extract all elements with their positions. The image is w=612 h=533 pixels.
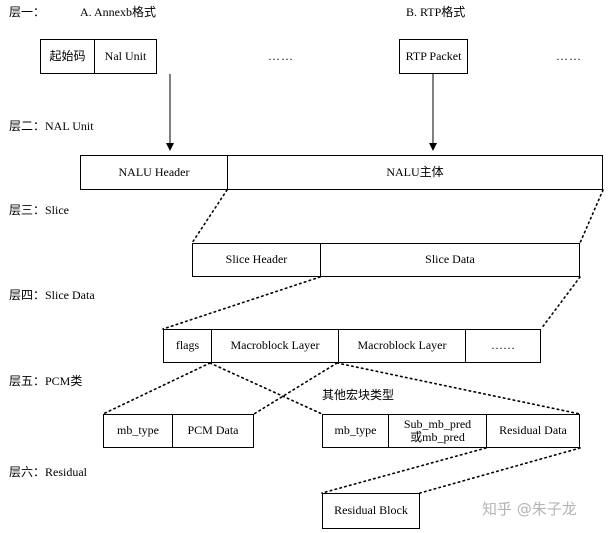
other-mb-type-cell: mb_type <box>334 423 377 438</box>
nal-unit-box: NALU Header NALU主体 <box>80 155 603 190</box>
flags-cell: flags <box>175 338 200 353</box>
layer-5-label: 层五：PCM类 <box>9 374 83 388</box>
slice-data-box: flags Macroblock Layer Macroblock Layer … <box>163 329 541 363</box>
ellipsis-annexb: …… <box>268 49 294 63</box>
dotted-mb-to-pcm-left <box>102 362 211 415</box>
macroblock-layer-cell-1: Macroblock Layer <box>211 330 338 362</box>
annexb-unit-box: 起始码 Nal Unit <box>40 39 157 74</box>
slice-header-cell: Slice Header <box>225 252 288 267</box>
residual-data-cell: Residual Data <box>486 415 579 447</box>
nal-unit-cell: Nal Unit <box>94 40 156 73</box>
other-types-title: 其他宏块类型 <box>322 388 395 402</box>
layer-4-label: 层四：Slice Data <box>9 288 95 302</box>
rtp-packet-box: RTP Packet <box>399 39 468 74</box>
layer-6-label: 层六：Residual <box>9 465 87 479</box>
dotted-slice-to-data-left <box>162 276 321 330</box>
sub-mb-pred-line-2: 或mb_pred <box>410 430 465 444</box>
dotted-nal-to-slice-right <box>579 189 604 244</box>
nalu-header-cell: NALU Header <box>118 164 190 179</box>
dotted-nal-to-slice-left <box>191 189 228 244</box>
dotted-mb-to-other-left <box>209 362 323 415</box>
ellipsis-rtp: …… <box>556 49 582 63</box>
layer-2-label: 层二：NAL Unit <box>9 119 94 133</box>
pcm-data-cell: PCM Data <box>172 415 253 447</box>
layer-3-label: 层三：Slice <box>9 203 69 217</box>
slice-data-cell: Slice Data <box>320 244 579 276</box>
dotted-slice-to-data-right <box>540 276 581 330</box>
sub-mb-pred-line-1: Sub_mb_pred <box>403 416 472 431</box>
watermark: 知乎 @朱子龙 <box>482 500 577 518</box>
annexb-format-title: A. Annexb格式 <box>80 5 156 19</box>
rtp-format-title: B. RTP格式 <box>406 5 466 19</box>
dotted-residual-right <box>419 447 581 494</box>
macroblock-layer-cell-2: Macroblock Layer <box>338 330 465 362</box>
other-types-box: mb_type Sub_mb_pred 或mb_pred Residual Da… <box>322 414 580 448</box>
slice-box: Slice Header Slice Data <box>192 243 580 277</box>
nalu-body-cell: NALU主体 <box>227 156 602 189</box>
layer-1-label: 层一： <box>9 5 46 19</box>
pcm-mb-type-cell: mb_type <box>117 423 159 438</box>
pcm-box: mb_type PCM Data <box>103 414 254 448</box>
slice-data-ellipsis-cell: …… <box>465 330 540 362</box>
dotted-mb-to-other-right <box>336 362 581 415</box>
residual-block-box: Residual Block <box>322 493 420 529</box>
start-code-cell: 起始码 <box>49 48 86 63</box>
sub-mb-pred-cell: Sub_mb_pred 或mb_pred <box>388 415 486 447</box>
dotted-residual-left <box>321 447 487 494</box>
dotted-mb-to-pcm-right <box>253 362 338 415</box>
